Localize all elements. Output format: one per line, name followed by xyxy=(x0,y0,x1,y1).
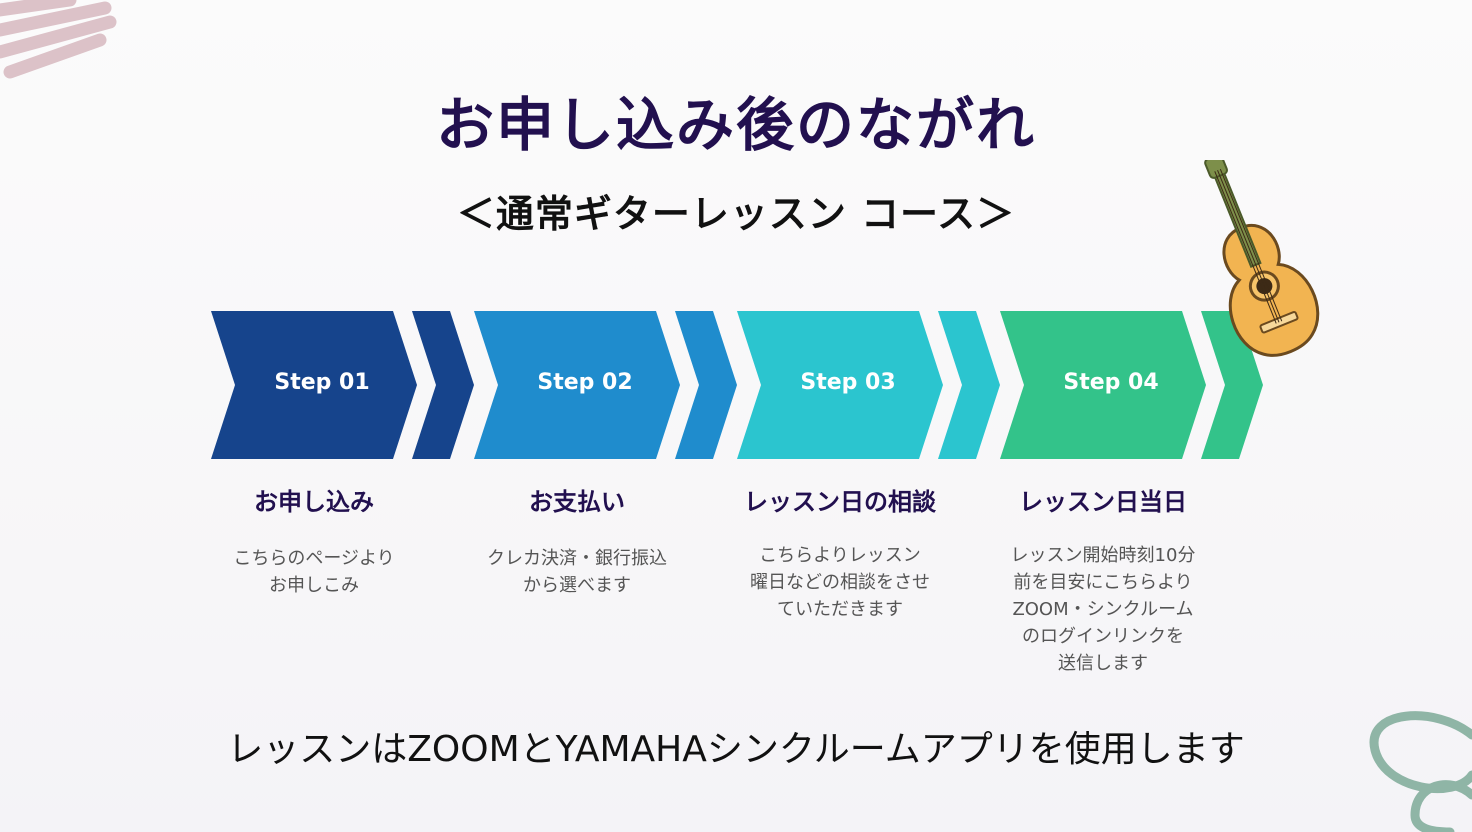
step-04-heading: レッスン日当日 xyxy=(1019,488,1187,516)
desc-line: クレカ決済・銀行振込 xyxy=(487,548,667,569)
step-01-description: こちらのページより お申しこみ xyxy=(184,545,444,599)
desc-line: こちらのページより xyxy=(233,548,395,569)
step-01-arrow xyxy=(211,311,417,459)
step-03-arrow xyxy=(737,311,943,459)
desc-line: お申しこみ xyxy=(269,575,359,596)
step-01-heading: お申し込み xyxy=(254,488,374,516)
desc-line: のログインリンクを xyxy=(1022,626,1184,647)
desc-line: レッスン開始時刻10分 xyxy=(1010,545,1196,566)
step-04-arrow xyxy=(1000,311,1206,459)
page-title: お申し込み後のながれ xyxy=(435,91,1036,159)
desc-line: 曜日などの相談をさせ xyxy=(750,572,930,593)
step-03-label: Step 03 xyxy=(800,370,896,395)
desc-line: ZOOM・シンクルーム xyxy=(1012,599,1194,620)
step-03-description: こちらよりレッスン 曜日などの相談をさせ ていただきます xyxy=(710,542,970,623)
scribble-decoration xyxy=(0,0,117,79)
desc-line: から選べます xyxy=(523,575,631,596)
step-02-label: Step 02 xyxy=(537,370,633,395)
step-04-label: Step 04 xyxy=(1063,370,1159,395)
step-02-chevron xyxy=(675,311,737,459)
course-subtitle: ＜通常ギターレッスン コース＞ xyxy=(456,192,1016,236)
desc-line: こちらよりレッスン xyxy=(759,545,921,566)
loop-icon xyxy=(1369,711,1472,832)
step-03-heading: レッスン日の相談 xyxy=(744,488,936,516)
step-04-description: レッスン開始時刻10分 前を目安にこちらより ZOOM・シンクルーム のログイン… xyxy=(973,542,1233,677)
step-02-arrow xyxy=(474,311,680,459)
step-01-chevron xyxy=(412,311,474,459)
guitar-icon xyxy=(1204,160,1320,357)
step-03-chevron xyxy=(938,311,1000,459)
step-01-label: Step 01 xyxy=(274,370,370,395)
footer-note: レッスンはZOOMとYAMAHAシンクルームアプリを使用します xyxy=(227,729,1245,770)
desc-line: ていただきます xyxy=(777,599,903,620)
step-04-chevron xyxy=(1201,311,1263,459)
step-02-description: クレカ決済・銀行振込 から選べます xyxy=(447,545,707,599)
desc-line: 送信します xyxy=(1058,653,1148,674)
step-02-heading: お支払い xyxy=(529,488,625,516)
desc-line: 前を目安にこちらより xyxy=(1013,572,1193,593)
